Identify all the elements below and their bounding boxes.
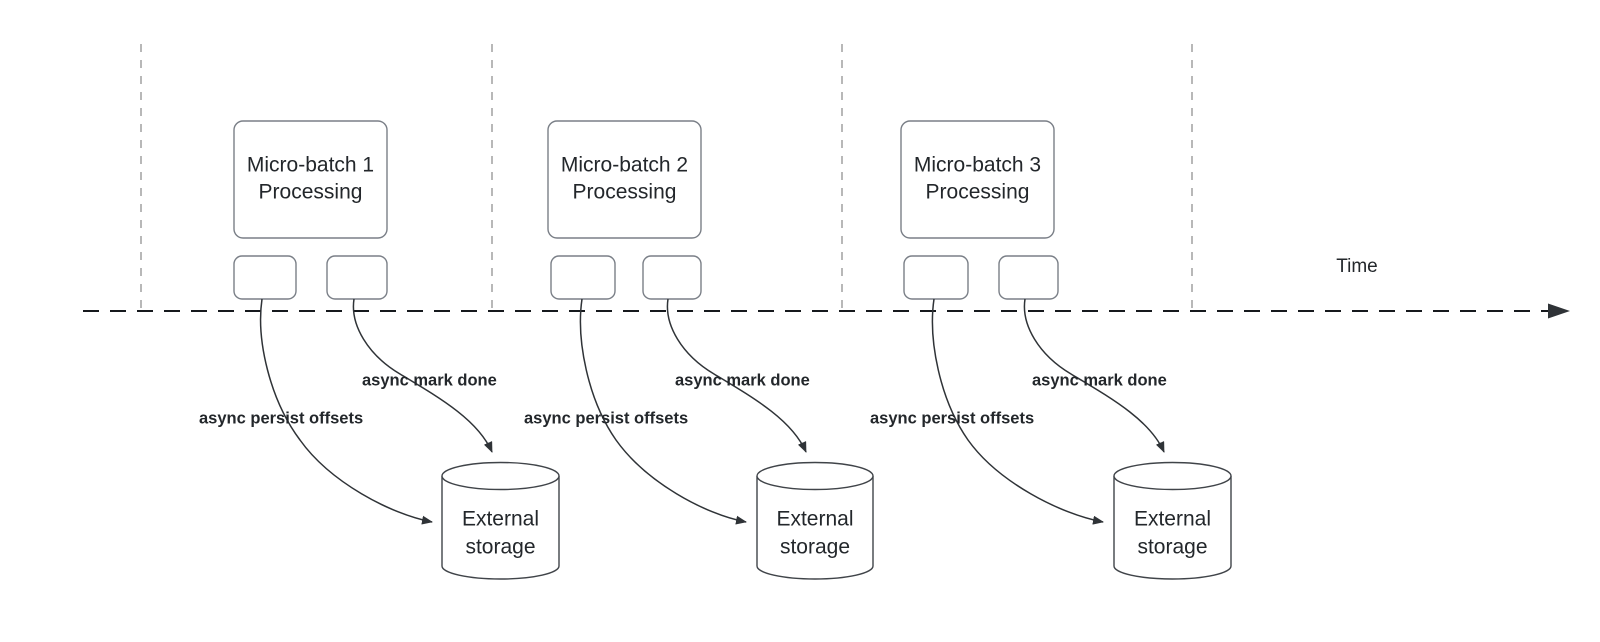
micro-batch-1-storage-label-line1: External — [462, 508, 539, 531]
micro-batch-1-mark-done-edge — [352, 298, 493, 453]
micro-batch-2-group: Micro-batch 2 Processing External storag… — [524, 120, 874, 580]
micro-batch-3-process-box[interactable] — [900, 120, 1055, 239]
micro-batch-2-process-label-line2: Processing — [573, 181, 677, 204]
micro-batch-3-storage-top — [1113, 461, 1232, 491]
micro-batch-3-task-box-right[interactable] — [998, 255, 1059, 300]
micro-batch-1-group: Micro-batch 1 Processing External storag… — [199, 120, 560, 580]
micro-batch-1-mark-done-label: async mark done — [362, 371, 497, 389]
micro-batch-2-persist-offsets-label: async persist offsets — [524, 409, 688, 427]
micro-batch-1-process-box[interactable] — [233, 120, 388, 239]
micro-batch-2-task-box-left[interactable] — [550, 255, 616, 300]
micro-batch-3-mark-done-edge — [1023, 298, 1165, 453]
micro-batch-1-storage-label-line2: storage — [465, 536, 535, 559]
micro-batch-3-storage-label-line2: storage — [1137, 536, 1207, 559]
time-axis: Time — [83, 256, 1570, 319]
micro-batch-2-mark-done-label: async mark done — [675, 371, 810, 389]
micro-batch-3-process-label-line2: Processing — [926, 181, 1030, 204]
micro-batch-3-storage-body — [1113, 476, 1232, 580]
micro-batch-2-persist-offsets-edge — [579, 298, 747, 525]
micro-batch-2-storage-label-line2: storage — [780, 536, 850, 559]
micro-batch-1-task-box-left[interactable] — [233, 255, 297, 300]
time-axis-arrowhead — [1548, 303, 1570, 319]
micro-batch-3-storage-label-line1: External — [1134, 508, 1211, 531]
micro-batch-2-process-box[interactable] — [547, 120, 702, 239]
micro-batch-3-persist-offsets-edge — [931, 298, 1104, 525]
micro-batch-1-storage-top — [441, 461, 560, 491]
micro-batch-1-storage-body — [441, 476, 560, 580]
batch-boundary-guides — [140, 44, 1193, 311]
micro-batch-2-mark-done-edge — [666, 298, 807, 453]
micro-batch-1-task-box-right[interactable] — [326, 255, 388, 300]
micro-batch-3-persist-offsets-label: async persist offsets — [870, 409, 1034, 427]
micro-batch-2-storage-label-line1: External — [776, 508, 853, 531]
micro-batch-2-task-box-right[interactable] — [642, 255, 702, 300]
micro-batch-3-external-storage[interactable]: External storage — [1113, 461, 1232, 580]
time-axis-label: Time — [1336, 256, 1378, 277]
micro-batch-3-group: Micro-batch 3 Processing External storag… — [870, 120, 1232, 580]
micro-batch-1-process-label-line2: Processing — [259, 181, 363, 204]
micro-batch-2-storage-body — [756, 476, 874, 580]
micro-batch-1-external-storage[interactable]: External storage — [441, 461, 560, 580]
micro-batch-3-mark-done-label: async mark done — [1032, 371, 1167, 389]
micro-batch-3-task-box-left[interactable] — [903, 255, 969, 300]
micro-batch-3-process-label-line1: Micro-batch 3 — [914, 154, 1041, 177]
micro-batch-2-process-label-line1: Micro-batch 2 — [561, 154, 688, 177]
micro-batch-2-storage-top — [756, 461, 874, 491]
micro-batch-2-external-storage[interactable]: External storage — [756, 461, 874, 580]
micro-batch-1-process-label-line1: Micro-batch 1 — [247, 154, 374, 177]
micro-batch-1-persist-offsets-edge — [259, 298, 433, 525]
micro-batch-1-persist-offsets-label: async persist offsets — [199, 409, 363, 427]
